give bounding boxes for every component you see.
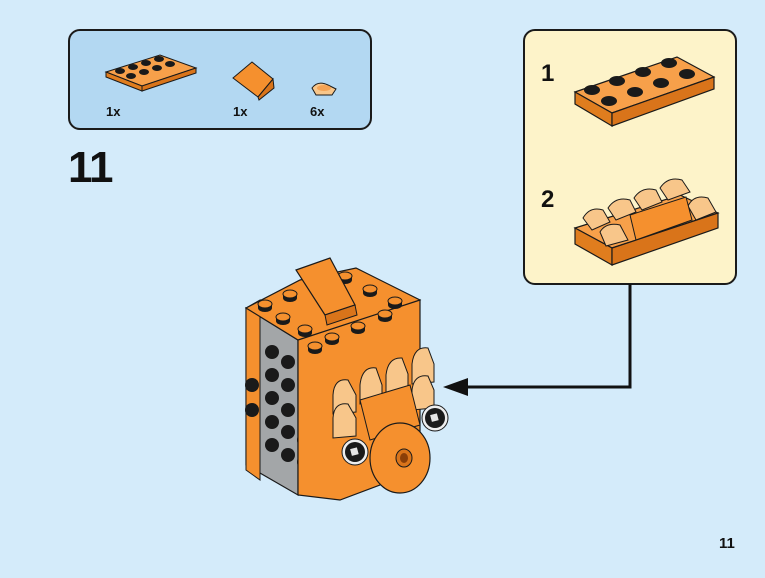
eye-right-icon (421, 404, 449, 432)
part-quantity: 1x (233, 104, 248, 119)
part-slope (232, 61, 275, 101)
page-number: 11 (719, 535, 735, 552)
step-number: 11 (68, 143, 114, 192)
sub-step-1-plate (573, 56, 716, 128)
part-round-tile (311, 82, 337, 96)
sub-step-2-assembly (573, 178, 720, 267)
sub-step-number: 1 (541, 60, 555, 87)
callout-arrow (443, 284, 632, 396)
main-model (244, 257, 449, 501)
sub-step-number: 2 (541, 186, 555, 213)
mouth-round-piece (369, 422, 431, 494)
part-quantity: 6x (310, 104, 325, 119)
part-quantity: 1x (106, 104, 121, 119)
eye-left-icon (341, 438, 369, 466)
part-plate-2x4 (104, 54, 198, 92)
